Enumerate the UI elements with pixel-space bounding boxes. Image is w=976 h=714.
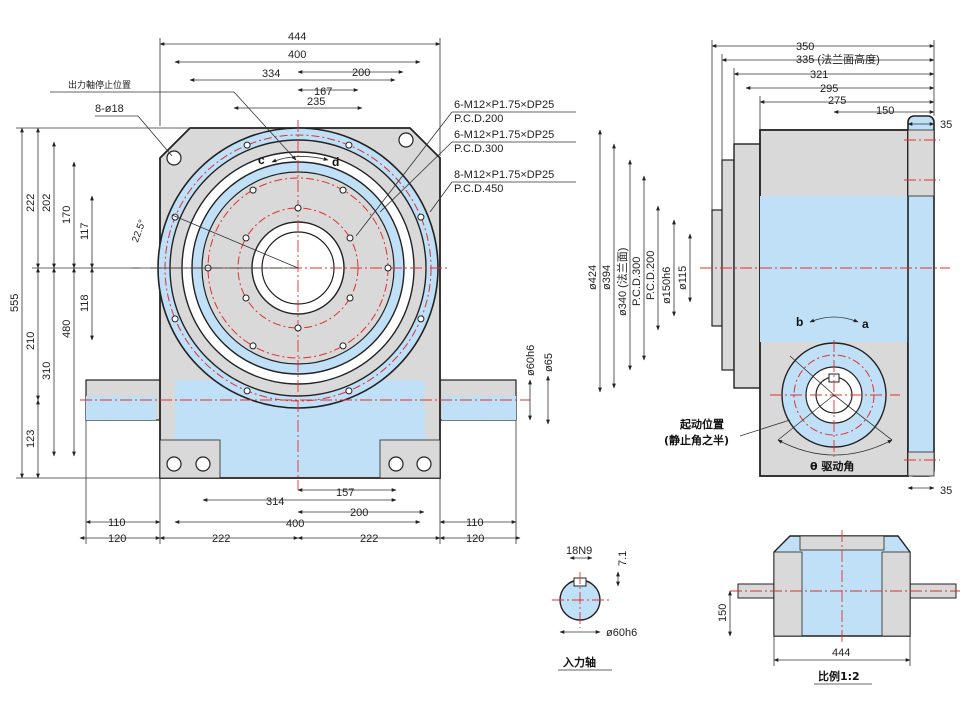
svg-text:6-M12×P1.75×DP25: 6-M12×P1.75×DP25 (454, 129, 554, 141)
svg-text:ø424: ø424 (587, 265, 599, 290)
svg-text:ø150h6: ø150h6 (661, 267, 673, 304)
front-left-dimensions: 555 222 202 170 117 480 118 210 310 123 (9, 127, 190, 479)
svg-text:P.C.D.200: P.C.D.200 (454, 113, 503, 125)
svg-text:P.C.D.450: P.C.D.450 (454, 183, 503, 195)
svg-text:350: 350 (796, 41, 814, 53)
svg-text:222: 222 (360, 533, 378, 545)
svg-text:110: 110 (466, 517, 484, 529)
shaft-diameter-dims: ø60h6 ø65 (525, 345, 555, 425)
svg-text:222: 222 (25, 194, 37, 212)
front-top-dimensions: 444 400 334 200 167 235 (159, 31, 441, 156)
start-position-sublabel: (静止角之半) (664, 433, 729, 447)
holes-label: 8-ø18 (95, 103, 124, 115)
shaft-detail: 18N9 7.1 ø60h6 入力轴 (552, 545, 637, 671)
svg-text:200: 200 (352, 67, 370, 79)
key-width-label: 18N9 (566, 545, 592, 557)
bolt-hole (242, 294, 250, 302)
svg-text:8-M12×P1.75×DP25: 8-M12×P1.75×DP25 (454, 169, 554, 181)
bolt-hole (294, 204, 302, 212)
bolt-hole (243, 387, 251, 395)
svg-text:35: 35 (940, 119, 952, 131)
svg-text:275: 275 (828, 95, 846, 107)
svg-text:321: 321 (810, 69, 828, 81)
svg-text:150: 150 (876, 105, 894, 117)
bolt-hole (242, 234, 250, 242)
svg-text:310: 310 (41, 362, 53, 380)
bolt-hole (345, 387, 353, 395)
svg-text:ø115: ø115 (677, 266, 689, 290)
svg-text:295: 295 (820, 83, 838, 95)
bolt-hole (417, 213, 425, 221)
bolt-hole (339, 186, 347, 194)
svg-text:235: 235 (307, 96, 325, 108)
side-top-dimensions: 350 335 (法兰面高度) 321 295 275 150 35 (711, 40, 952, 210)
svg-text:120: 120 (466, 533, 484, 545)
bolt-holes (171, 141, 425, 395)
rotation-c-label: c (258, 153, 265, 167)
svg-text:200: 200 (350, 507, 368, 519)
bolt-hole (345, 141, 353, 149)
bolt-hole (346, 294, 354, 302)
bolt-hole (346, 234, 354, 242)
svg-text:314: 314 (266, 496, 284, 508)
svg-text:123: 123 (25, 430, 37, 448)
svg-text:400: 400 (288, 49, 306, 61)
svg-text:P.C.D.300: P.C.D.300 (454, 143, 503, 155)
svg-text:555: 555 (9, 294, 21, 312)
bolt-hole (243, 141, 251, 149)
svg-text:334: 334 (262, 68, 280, 80)
bottom-view: 150 444 比例1:2 (717, 530, 960, 685)
bolt-hole (249, 186, 257, 194)
bolt-hole (171, 315, 179, 323)
output-stop-label: 出力軸停止位置 (68, 79, 131, 91)
side-left-dimensions: ø424 ø394 ø340 (法兰面) P.C.D.300 P.C.D.200… (587, 129, 692, 393)
side-bottom-dim: 35 (940, 485, 952, 497)
svg-text:400: 400 (286, 518, 304, 530)
scale-caption: 比例1:2 (818, 669, 860, 683)
angle-label: 22.5° (130, 218, 148, 244)
bottom-width-dim: 444 (832, 647, 850, 659)
bottom-height-dim: 150 (717, 604, 729, 622)
key-depth-label: 7.1 (617, 551, 629, 566)
svg-text:ø394: ø394 (601, 265, 613, 290)
svg-text:202: 202 (41, 194, 53, 212)
svg-text:118: 118 (79, 294, 91, 312)
svg-text:167: 167 (314, 86, 332, 98)
svg-text:210: 210 (25, 332, 37, 350)
svg-text:480: 480 (61, 320, 73, 338)
svg-text:110: 110 (108, 517, 126, 529)
bolt-hole (249, 342, 257, 350)
svg-text:170: 170 (61, 206, 73, 224)
svg-text:ø60h6: ø60h6 (525, 345, 537, 376)
bolt-hole (417, 315, 425, 323)
svg-text:ø340 (法兰面): ø340 (法兰面) (615, 248, 629, 316)
svg-text:P.C.D.300: P.C.D.300 (631, 257, 643, 306)
theta-drive-label: θ 驱动角 (810, 459, 854, 473)
svg-text:ø65: ø65 (543, 353, 555, 372)
svg-text:222: 222 (212, 533, 230, 545)
rotation-b-label: b (796, 315, 803, 329)
front-view: 22.5° c d 444 400 334 200 167 235 555 (9, 31, 576, 545)
svg-text:P.C.D.200: P.C.D.200 (645, 251, 657, 300)
front-bottom-dimensions: 314 157 200 400 222 222 110 120 110 120 (79, 420, 521, 545)
input-shaft-caption: 入力轴 (563, 655, 596, 669)
svg-text:6-M12×P1.75×DP25: 6-M12×P1.75×DP25 (454, 99, 554, 111)
svg-text:157: 157 (336, 487, 354, 499)
tap-notes: 6-M12×P1.75×DP25 P.C.D.200 6-M12×P1.75×D… (355, 99, 576, 237)
svg-text:120: 120 (108, 533, 126, 545)
rotation-d-label: d (332, 155, 339, 169)
svg-text:117: 117 (79, 222, 91, 240)
bolt-hole (294, 324, 302, 332)
svg-text:444: 444 (288, 31, 306, 43)
bolt-hole (384, 264, 392, 272)
shaft-diameter-label: ø60h6 (606, 627, 637, 639)
rotation-a-label: a (862, 317, 869, 331)
bolt-hole (339, 342, 347, 350)
start-position-label: 起动位置 (679, 417, 724, 431)
side-view: b a 350 335 (法兰面高度) 321 295 275 150 35 (587, 40, 952, 497)
svg-text:335 (法兰面高度): 335 (法兰面高度) (796, 52, 880, 66)
